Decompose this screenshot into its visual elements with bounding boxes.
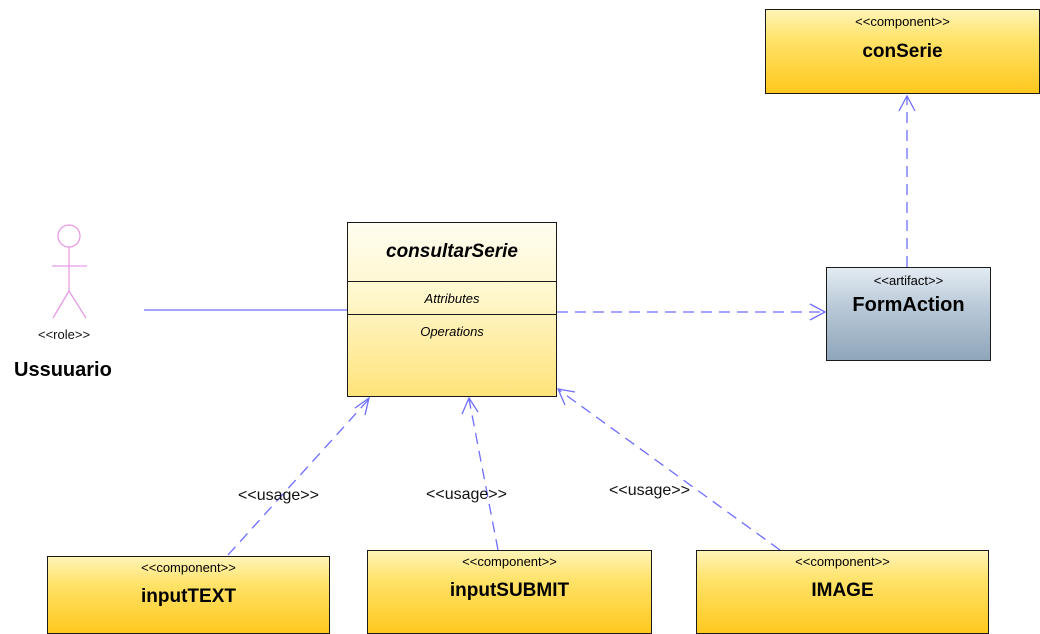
usage-line-inputtext[interactable] <box>227 398 370 556</box>
component-inputtext[interactable]: <<component>> inputTEXT <box>47 556 330 634</box>
usage-label-inputsubmit: <<usage>> <box>426 486 507 503</box>
actor-left-leg <box>52 290 70 319</box>
component-conserie[interactable]: <<component>> conSerie <box>765 9 1040 94</box>
actor-name[interactable]: Ussuuario <box>14 359 112 381</box>
actor-stereotype: <<role>> <box>38 327 91 342</box>
arrowhead-formaction <box>809 303 827 321</box>
component-name: IMAGE <box>811 580 874 601</box>
class-consultarserie[interactable]: consultarSerie Attributes Operations <box>347 222 557 397</box>
component-name: conSerie <box>862 41 943 62</box>
class-operations[interactable]: Operations <box>420 324 484 339</box>
artifact-name: FormAction <box>852 294 965 316</box>
actor-head <box>57 224 81 248</box>
usage-label-inputtext: <<usage>> <box>238 487 319 504</box>
component-image[interactable]: <<component>> IMAGE <box>696 550 989 634</box>
arrowhead-conserie <box>898 94 916 112</box>
arrowhead-usage-inputtext <box>354 396 371 416</box>
usage-label-image: <<usage>> <box>609 482 690 499</box>
usage-line-inputsubmit[interactable] <box>468 398 499 551</box>
usage-line-image[interactable] <box>558 389 781 551</box>
arrowhead-usage-inputsubmit <box>461 396 479 415</box>
component-name: inputSUBMIT <box>449 580 570 601</box>
component-stereotype: <<component>> <box>795 554 890 569</box>
class-name: consultarSerie <box>348 223 556 282</box>
arrowhead-usage-image <box>556 388 576 406</box>
class-attributes[interactable]: Attributes <box>348 282 556 315</box>
component-inputsubmit[interactable]: <<component>> inputSUBMIT <box>367 550 652 634</box>
artifact-formaction[interactable]: <<artifact>> FormAction <box>826 267 991 361</box>
actor-figure[interactable] <box>52 224 87 319</box>
component-name: inputTEXT <box>141 586 236 607</box>
actor-right-leg <box>68 290 87 319</box>
component-stereotype: <<component>> <box>141 560 236 575</box>
component-stereotype: <<component>> <box>855 14 950 29</box>
component-stereotype: <<component>> <box>462 554 557 569</box>
artifact-stereotype: <<artifact>> <box>873 273 944 288</box>
